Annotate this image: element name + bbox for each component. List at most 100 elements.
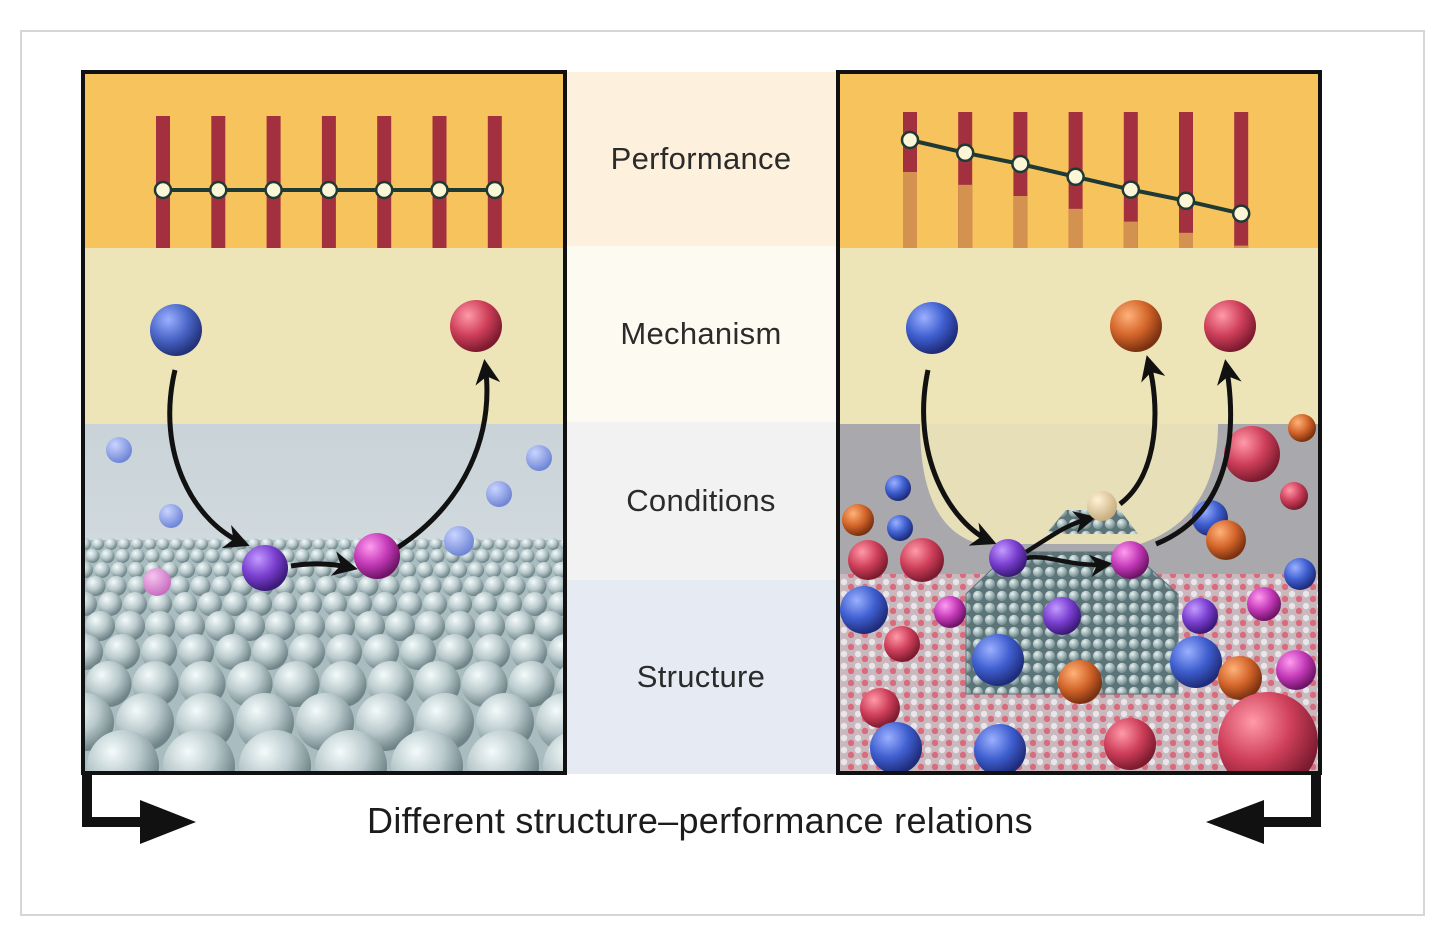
substrate-atom	[300, 538, 312, 550]
substrate-atom	[543, 733, 563, 771]
substrate-atom	[358, 576, 379, 596]
substrate-atom	[505, 549, 520, 563]
right-bracket-line	[1254, 772, 1321, 827]
surface-reaction-arrow	[290, 551, 358, 576]
performance-bar	[1123, 112, 1138, 248]
substrate-atom	[339, 538, 351, 550]
performance-point	[430, 180, 449, 200]
gas-molecule	[1206, 520, 1246, 560]
substrate-atom	[555, 667, 563, 701]
gas-molecule	[1182, 598, 1218, 634]
substrate-atom	[421, 576, 442, 596]
substrate-atom	[173, 592, 197, 616]
substrate-atom	[519, 562, 535, 578]
substrate-atom	[535, 549, 550, 563]
substrate-atom	[523, 592, 547, 616]
substrate-atom	[437, 634, 473, 670]
adsorbed-intermediate	[242, 545, 288, 591]
performance-point	[153, 180, 173, 200]
substrate-atom	[535, 611, 563, 641]
substrate-atom	[417, 538, 429, 550]
adsorbed-intermediate	[354, 533, 400, 579]
gas-molecule	[900, 538, 944, 582]
substrate-atom	[536, 562, 552, 578]
substrate-atom	[520, 549, 535, 563]
performance-bar-faded	[1234, 245, 1249, 248]
substrate-atom	[248, 592, 272, 616]
substrate-atom	[473, 592, 497, 616]
substrate-atom	[178, 634, 214, 670]
level-mechanism: Mechanism	[565, 246, 837, 422]
gas-molecule	[1288, 414, 1316, 442]
substrate-atom	[475, 549, 490, 563]
substrate-atom	[105, 538, 117, 550]
gas-molecule	[972, 634, 1024, 686]
gas-molecule	[1170, 636, 1222, 688]
substrate-atom	[508, 661, 555, 707]
surface-reaction-arrow	[1025, 554, 1113, 578]
gas-molecule	[842, 504, 874, 536]
level-labels-column: Performance Mechanism Conditions Structu…	[565, 72, 837, 774]
substrate-atom	[175, 611, 205, 641]
substrate-atom	[85, 549, 100, 563]
substrate-atom	[295, 611, 325, 641]
substrate-atom	[273, 661, 320, 707]
substrate-atom	[128, 562, 144, 578]
substrate-atom	[115, 549, 130, 563]
substrate-atom	[484, 576, 505, 596]
substrate-atom	[445, 611, 475, 641]
substrate-atom	[323, 592, 347, 616]
substrate-atom	[196, 562, 212, 578]
substrate-atom	[415, 611, 445, 641]
performance-point	[1121, 180, 1141, 199]
substrate-atom	[100, 549, 115, 563]
substrate-atom	[205, 611, 235, 641]
substrate-atom	[511, 634, 547, 670]
substrate-atom	[179, 562, 195, 578]
substrate-atom	[385, 611, 415, 641]
substrate-atom	[295, 576, 316, 596]
gas-molecule	[870, 722, 922, 771]
substrate-atom	[498, 592, 522, 616]
substrate-atom	[313, 538, 325, 550]
substrate-atom	[92, 538, 104, 550]
substrate-atom	[148, 592, 172, 616]
gas-molecule	[1247, 587, 1281, 621]
substrate-atom	[553, 562, 563, 578]
substrate-atom	[190, 576, 211, 596]
gas-molecule	[1218, 656, 1262, 700]
substrate-atom	[209, 538, 221, 550]
substrate-atom	[85, 611, 115, 641]
performance-point	[1011, 154, 1030, 174]
product-sphere-b	[1204, 300, 1256, 352]
substrate-atom	[534, 538, 546, 550]
substrate-atom	[495, 538, 507, 550]
substrate-atom	[526, 576, 547, 596]
gas-molecule	[444, 526, 474, 556]
performance-point	[209, 180, 228, 200]
left-panel-ideal-surface	[81, 70, 567, 775]
substrate-atom	[430, 538, 442, 550]
adsorbed-intermediate-step	[1087, 491, 1117, 521]
gas-molecule	[1104, 718, 1156, 770]
substrate-atom	[106, 576, 127, 596]
substrate-atom	[118, 538, 130, 550]
performance-point	[955, 143, 975, 163]
desorption-arrow	[395, 359, 501, 551]
substrate-atom	[326, 634, 362, 670]
substrate-atom	[230, 562, 246, 578]
performance-bar-faded	[1179, 232, 1193, 248]
gas-molecule	[1284, 558, 1316, 590]
substrate-atom	[130, 549, 145, 563]
left-panel-illustration	[85, 74, 563, 771]
substrate-atom	[363, 634, 399, 670]
reactant-sphere	[906, 302, 958, 354]
substrate-atom	[223, 592, 247, 616]
substrate-atom	[98, 592, 122, 616]
substrate-atom	[205, 549, 220, 563]
performance-point	[319, 180, 339, 200]
product-sphere	[450, 300, 502, 352]
substrate-atom	[131, 538, 143, 550]
substrate-atom	[157, 538, 169, 550]
substrate-atom	[468, 562, 484, 578]
